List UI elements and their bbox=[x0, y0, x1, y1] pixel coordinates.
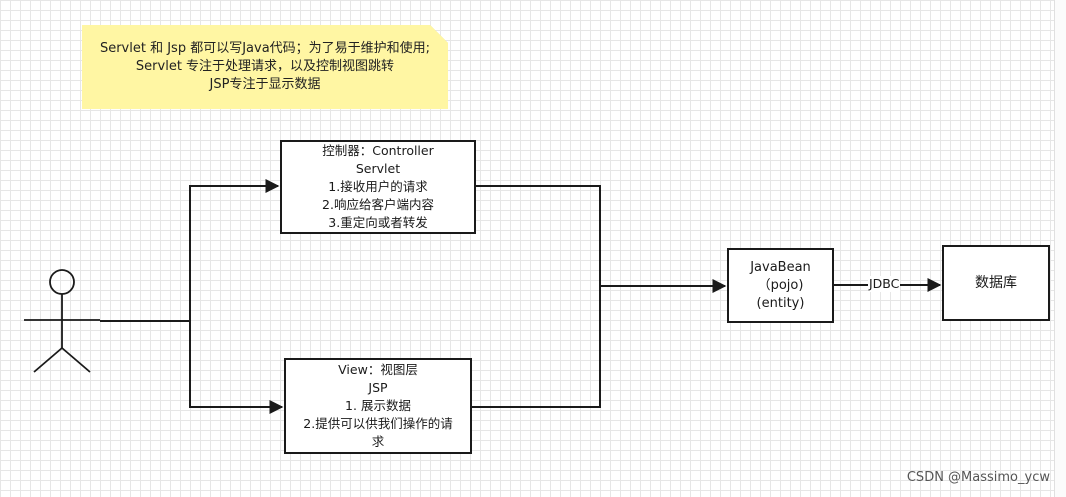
edge-to-controller bbox=[189, 179, 280, 321]
actor-figure bbox=[24, 269, 100, 373]
javabean-line: (entity) bbox=[756, 295, 805, 311]
note-line: JSP专注于显示数据 bbox=[209, 77, 321, 92]
javabean-title: JavaBean bbox=[750, 259, 811, 275]
controller-title: 控制器：Controller bbox=[322, 143, 434, 158]
actor-head bbox=[49, 269, 75, 295]
controller-item: 1.接收用户的请求 bbox=[328, 179, 428, 194]
view-jsp-box: View：视图层 JSP 1. 展示数据 2.提供可以供我们操作的请 求 bbox=[284, 358, 472, 454]
jdbc-edge-label: JDBC bbox=[868, 276, 901, 292]
note-line: Servlet 专注于处理请求，以及控制视图跳转 bbox=[135, 59, 395, 74]
actor-left-leg bbox=[33, 347, 63, 373]
watermark: CSDN @Massimo_ycw bbox=[906, 470, 1050, 485]
edge-controller-to-javabean bbox=[476, 185, 727, 293]
edge-view-to-merge bbox=[472, 286, 601, 408]
controller-item: 2.响应给客户端内容 bbox=[322, 197, 434, 212]
view-title: View：视图层 bbox=[338, 362, 418, 377]
vertical-scrollbar[interactable] bbox=[1054, 0, 1066, 497]
controller-item: 3.重定向或者转发 bbox=[328, 215, 428, 230]
view-item: 2.提供可以供我们操作的请 bbox=[303, 416, 453, 431]
controller-subtitle: Servlet bbox=[355, 161, 401, 176]
actor-right-leg bbox=[61, 347, 91, 373]
controller-servlet-box: 控制器：Controller Servlet 1.接收用户的请求 2.响应给客户… bbox=[280, 140, 476, 234]
javabean-box: JavaBean （pojo) (entity) bbox=[727, 248, 834, 323]
view-item: 求 bbox=[371, 434, 385, 449]
javabean-line: （pojo) bbox=[757, 277, 804, 293]
note-line: Servlet 和 Jsp 都可以写Java代码；为了易于维护和使用; bbox=[99, 41, 431, 56]
sticky-note: Servlet 和 Jsp 都可以写Java代码；为了易于维护和使用; Serv… bbox=[82, 25, 448, 109]
view-subtitle: JSP bbox=[368, 380, 388, 395]
view-item: 1. 展示数据 bbox=[345, 398, 411, 413]
database-box: 数据库 bbox=[942, 245, 1050, 321]
edge-to-view bbox=[189, 321, 284, 414]
database-label: 数据库 bbox=[975, 275, 1017, 291]
